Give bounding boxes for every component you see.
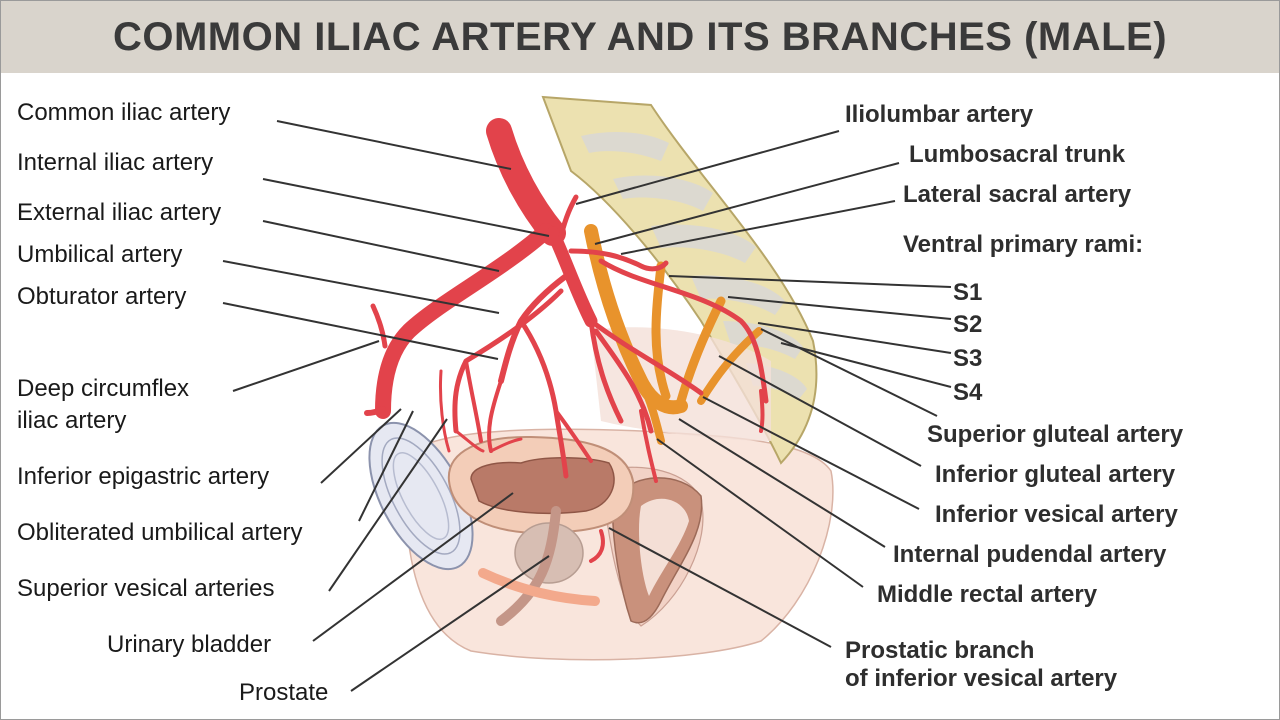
label-s3: S3 [953, 345, 983, 372]
iliac-arteries [364, 118, 769, 563]
label-s2: S2 [953, 311, 983, 338]
diagram-title: COMMON ILIAC ARTERY AND ITS BRANCHES (MA… [112, 14, 1168, 59]
label-s1: S1 [953, 279, 983, 306]
label-prostatic-branch-line2: of inferior vesical artery [845, 665, 1118, 692]
sacral-nerves [584, 224, 763, 445]
label-urinary-bladder: Urinary bladder [107, 631, 272, 658]
label-umbilical-artery: Umbilical artery [17, 241, 183, 268]
label-ventral-primary-rami: Ventral primary rami: [903, 231, 1144, 258]
label-deep-circumflex-line1: Deep circumflex [17, 375, 190, 402]
urethra [496, 506, 561, 626]
label-lateral-sacral-artery: Lateral sacral artery [903, 181, 1132, 208]
label-obliterated-umbilical-artery: Obliterated umbilical artery [17, 519, 303, 546]
vas-deferens [478, 568, 600, 606]
label-iliolumbar-artery: Iliolumbar artery [845, 101, 1034, 128]
urinary-bladder-shape [447, 435, 635, 535]
label-prostate: Prostate [239, 679, 329, 706]
label-internal-pudendal-artery: Internal pudendal artery [893, 541, 1167, 568]
label-inferior-gluteal-artery: Inferior gluteal artery [935, 461, 1176, 488]
label-lumbosacral-trunk: Lumbosacral trunk [909, 141, 1126, 168]
label-external-iliac-artery: External iliac artery [17, 199, 222, 226]
label-middle-rectal-artery: Middle rectal artery [877, 581, 1098, 608]
label-superior-vesical-arteries: Superior vesical arteries [17, 575, 275, 602]
label-inferior-epigastric-artery: Inferior epigastric artery [17, 463, 270, 490]
label-obturator-artery: Obturator artery [17, 283, 187, 310]
label-common-iliac-artery: Common iliac artery [17, 99, 231, 126]
label-s4: S4 [953, 379, 983, 406]
label-internal-iliac-artery: Internal iliac artery [17, 149, 214, 176]
label-inferior-vesical-artery: Inferior vesical artery [935, 501, 1178, 528]
title-bar: COMMON ILIAC ARTERY AND ITS BRANCHES (MA… [1, 1, 1279, 73]
leader-lines [222, 120, 952, 692]
label-prostatic-branch-line1: Prostatic branch [845, 637, 1035, 664]
label-deep-circumflex-line2: iliac artery [17, 407, 127, 434]
label-superior-gluteal-artery: Superior gluteal artery [927, 421, 1184, 448]
rectum [611, 477, 703, 624]
